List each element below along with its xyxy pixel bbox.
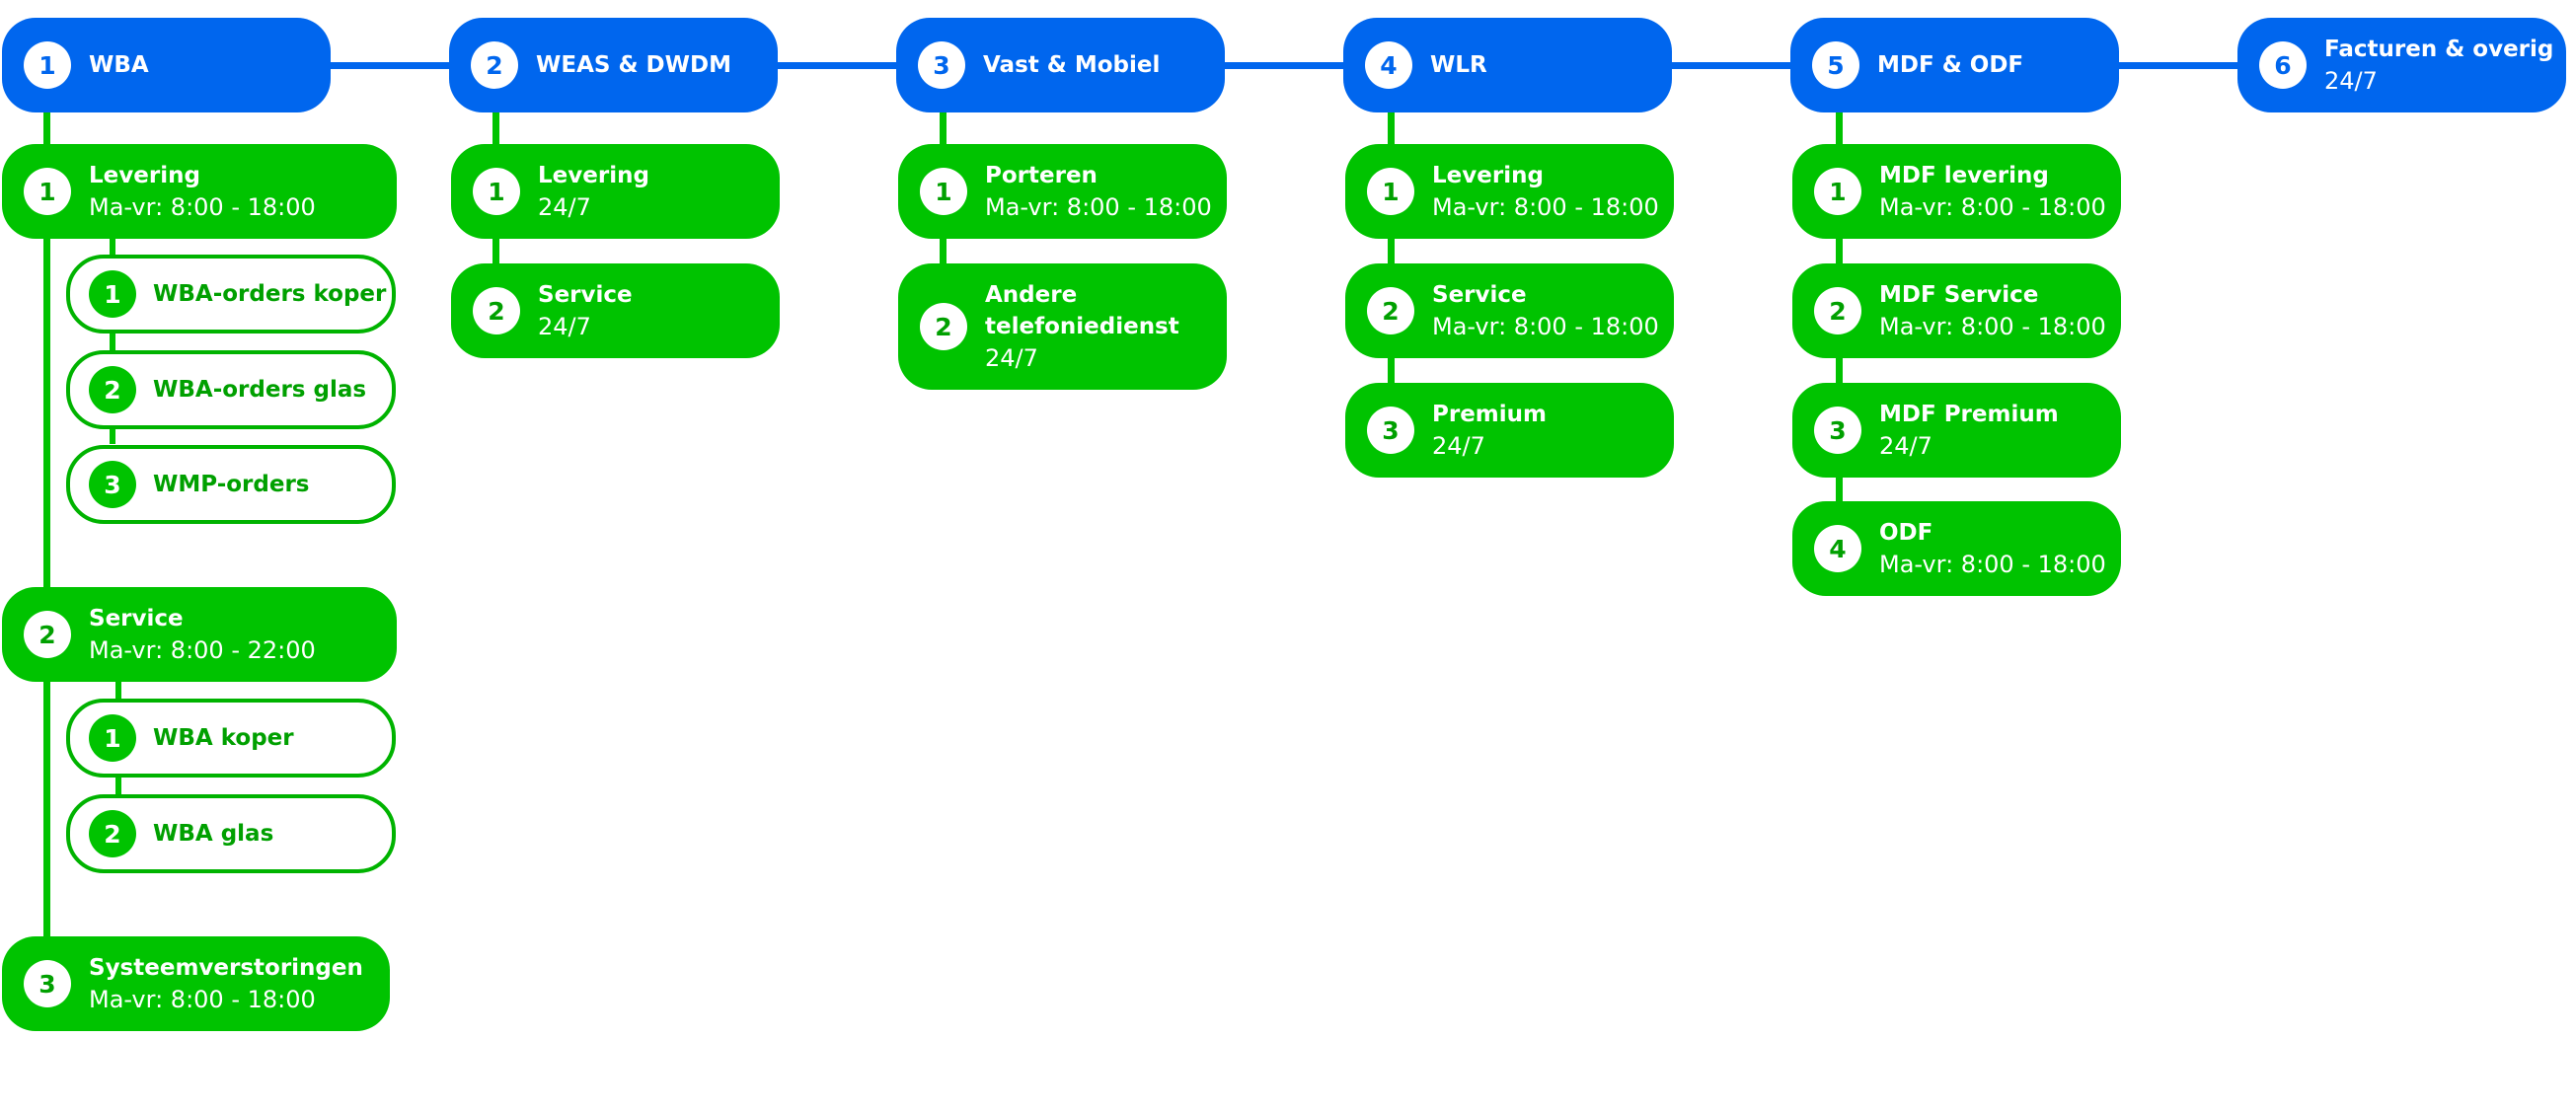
suboption-title: WBA-orders glas xyxy=(153,377,367,403)
wba-service[interactable]: 2 Service Ma-vr: 8:00 - 22:00 xyxy=(2,587,397,682)
category-number: 3 xyxy=(918,41,965,89)
mdf-premium[interactable]: 3 MDF Premium 24/7 xyxy=(1792,383,2121,478)
option-number: 3 xyxy=(24,960,71,1007)
option-title: Levering xyxy=(1432,163,1544,188)
option-number: 4 xyxy=(1814,525,1861,572)
odf[interactable]: 4 ODF Ma-vr: 8:00 - 18:00 xyxy=(1792,501,2121,596)
header-connector-line xyxy=(197,62,2329,69)
category-number: 4 xyxy=(1365,41,1412,89)
option-number: 3 xyxy=(1814,407,1861,454)
mdf-levering[interactable]: 1 MDF levering Ma-vr: 8:00 - 18:00 xyxy=(1792,144,2121,239)
option-title-line1: Andere xyxy=(985,282,1078,308)
option-number: 1 xyxy=(1367,168,1414,215)
wba-orders-koper[interactable]: 1 WBA-orders koper xyxy=(66,255,396,334)
wlr-levering[interactable]: 1 Levering Ma-vr: 8:00 - 18:00 xyxy=(1345,144,1674,239)
category-facturen-overig[interactable]: 6 Facturen & overig 24/7 xyxy=(2237,18,2566,112)
wba-systeemverstoringen[interactable]: 3 Systeemverstoringen Ma-vr: 8:00 - 18:0… xyxy=(2,936,390,1031)
vast-porteren[interactable]: 1 Porteren Ma-vr: 8:00 - 18:00 xyxy=(898,144,1227,239)
wba-orders-glas[interactable]: 2 WBA-orders glas xyxy=(66,350,396,429)
option-number: 1 xyxy=(920,168,967,215)
option-number: 2 xyxy=(1367,287,1414,334)
option-hours: 24/7 xyxy=(538,193,591,221)
category-title: MDF & ODF xyxy=(1877,52,2024,78)
option-number: 2 xyxy=(1814,287,1861,334)
wlr-premium[interactable]: 3 Premium 24/7 xyxy=(1345,383,1674,478)
option-title: MDF levering xyxy=(1879,163,2049,188)
wba-koper[interactable]: 1 WBA koper xyxy=(66,699,396,778)
option-hours: Ma-vr: 8:00 - 22:00 xyxy=(89,636,316,664)
option-title: ODF xyxy=(1879,520,1933,546)
option-title: Levering xyxy=(538,163,649,188)
option-hours: 24/7 xyxy=(1432,432,1485,460)
option-title-line2: telefoniedienst xyxy=(985,314,1179,339)
option-title: Systeemverstoringen xyxy=(89,955,363,981)
vast-andere-telefoniedienst[interactable]: 2 Andere telefoniedienst 24/7 xyxy=(898,263,1227,390)
weas-levering[interactable]: 1 Levering 24/7 xyxy=(451,144,780,239)
option-title: Porteren xyxy=(985,163,1098,188)
category-title: WEAS & DWDM xyxy=(536,52,731,78)
category-number: 1 xyxy=(24,41,71,89)
category-title: Facturen & overig xyxy=(2324,37,2554,62)
wba-levering[interactable]: 1 Levering Ma-vr: 8:00 - 18:00 xyxy=(2,144,397,239)
option-number: 2 xyxy=(24,611,71,658)
option-hours: 24/7 xyxy=(538,313,591,340)
category-number: 5 xyxy=(1812,41,1859,89)
suboption-number: 2 xyxy=(89,810,136,857)
option-hours: Ma-vr: 8:00 - 18:00 xyxy=(1879,313,2106,340)
option-title: Levering xyxy=(89,163,200,188)
wba-connector-line xyxy=(43,111,50,959)
wlr-connector-line xyxy=(1388,111,1395,407)
suboption-title: WMP-orders xyxy=(153,472,310,497)
mdf-service[interactable]: 2 MDF Service Ma-vr: 8:00 - 18:00 xyxy=(1792,263,2121,358)
category-title: WBA xyxy=(89,52,149,78)
suboption-number: 1 xyxy=(89,270,136,318)
option-number: 3 xyxy=(1367,407,1414,454)
suboption-number: 1 xyxy=(89,714,136,762)
suboption-title: WBA koper xyxy=(153,725,294,751)
category-wba[interactable]: 1 WBA xyxy=(2,18,331,112)
wmp-orders[interactable]: 3 WMP-orders xyxy=(66,445,396,524)
category-number: 6 xyxy=(2259,41,2307,89)
category-weas-dwdm[interactable]: 2 WEAS & DWDM xyxy=(449,18,778,112)
suboption-title: WBA glas xyxy=(153,821,274,847)
option-hours: Ma-vr: 8:00 - 18:00 xyxy=(89,986,316,1013)
option-hours: 24/7 xyxy=(985,344,1038,372)
option-title: MDF Service xyxy=(1879,282,2039,308)
option-number: 2 xyxy=(920,303,967,350)
option-hours: Ma-vr: 8:00 - 18:00 xyxy=(1879,551,2106,578)
option-number: 1 xyxy=(24,168,71,215)
category-number: 2 xyxy=(471,41,518,89)
wba-glas[interactable]: 2 WBA glas xyxy=(66,794,396,873)
category-vast-mobiel[interactable]: 3 Vast & Mobiel xyxy=(896,18,1225,112)
category-hours: 24/7 xyxy=(2324,67,2378,95)
option-number: 2 xyxy=(473,287,520,334)
option-hours: Ma-vr: 8:00 - 18:00 xyxy=(89,193,316,221)
category-wlr[interactable]: 4 WLR xyxy=(1343,18,1672,112)
option-hours: Ma-vr: 8:00 - 18:00 xyxy=(1432,193,1659,221)
suboption-title: WBA-orders koper xyxy=(153,281,387,307)
category-title: Vast & Mobiel xyxy=(983,52,1161,78)
suboption-number: 3 xyxy=(89,461,136,508)
suboption-number: 2 xyxy=(89,366,136,413)
option-title: Service xyxy=(1432,282,1527,308)
option-title: Service xyxy=(89,606,184,631)
option-number: 1 xyxy=(1814,168,1861,215)
weas-service[interactable]: 2 Service 24/7 xyxy=(451,263,780,358)
option-hours: Ma-vr: 8:00 - 18:00 xyxy=(1432,313,1659,340)
option-hours: 24/7 xyxy=(1879,432,1932,460)
option-title: Premium xyxy=(1432,402,1547,427)
option-title: MDF Premium xyxy=(1879,402,2059,427)
option-number: 1 xyxy=(473,168,520,215)
wba-levering-sub-line xyxy=(110,237,115,444)
option-hours: Ma-vr: 8:00 - 18:00 xyxy=(1879,193,2106,221)
category-mdf-odf[interactable]: 5 MDF & ODF xyxy=(1790,18,2119,112)
option-hours: Ma-vr: 8:00 - 18:00 xyxy=(985,193,1212,221)
wlr-service[interactable]: 2 Service Ma-vr: 8:00 - 18:00 xyxy=(1345,263,1674,358)
option-title: Service xyxy=(538,282,633,308)
category-title: WLR xyxy=(1430,52,1487,78)
